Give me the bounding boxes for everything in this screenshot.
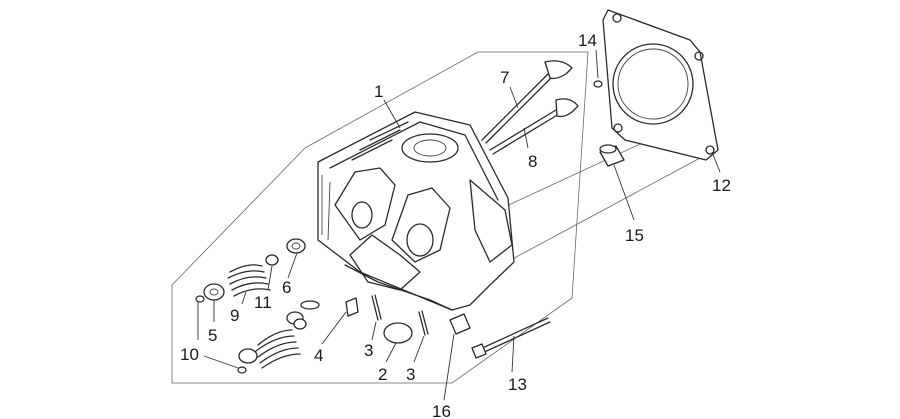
stud-3 <box>371 294 429 336</box>
part-label: 6 <box>282 278 291 297</box>
cylinder-head <box>317 111 515 311</box>
part-label: 10 <box>180 345 199 364</box>
part-label: 16 <box>432 402 451 419</box>
dowel-14 <box>593 80 603 88</box>
part-label: 11 <box>254 293 272 312</box>
seal-10 <box>195 295 247 374</box>
fitting-16 <box>449 313 471 335</box>
washer-5 <box>203 283 258 364</box>
bolt-13 <box>471 317 551 359</box>
collet-11 <box>286 300 320 325</box>
part-label: 7 <box>500 68 509 87</box>
sleeve-15 <box>599 144 625 167</box>
part-label: 12 <box>712 176 731 195</box>
spring-9-lower <box>255 318 307 369</box>
spring-9-upper <box>227 254 279 297</box>
valve-8 <box>489 98 579 155</box>
part-labels: 1 7 8 14 12 15 6 11 9 5 10 4 3 2 3 13 16 <box>180 31 731 419</box>
part-label: 3 <box>364 341 373 360</box>
part-label: 14 <box>578 31 597 50</box>
part-label: 9 <box>230 306 239 325</box>
head-gasket-12 <box>602 9 719 161</box>
part-label: 5 <box>208 326 217 345</box>
seal-4 <box>345 297 359 317</box>
part-label: 8 <box>528 152 537 171</box>
part-label: 1 <box>374 82 383 101</box>
part-label: 3 <box>406 365 415 384</box>
part-label: 15 <box>625 226 644 245</box>
part-label: 4 <box>314 346 323 365</box>
valve-7 <box>481 60 573 144</box>
part-label: 2 <box>378 365 387 384</box>
part-label: 13 <box>508 375 527 394</box>
retainer-6 <box>286 238 306 254</box>
oring-2 <box>383 322 413 344</box>
leader-lines <box>197 49 721 401</box>
